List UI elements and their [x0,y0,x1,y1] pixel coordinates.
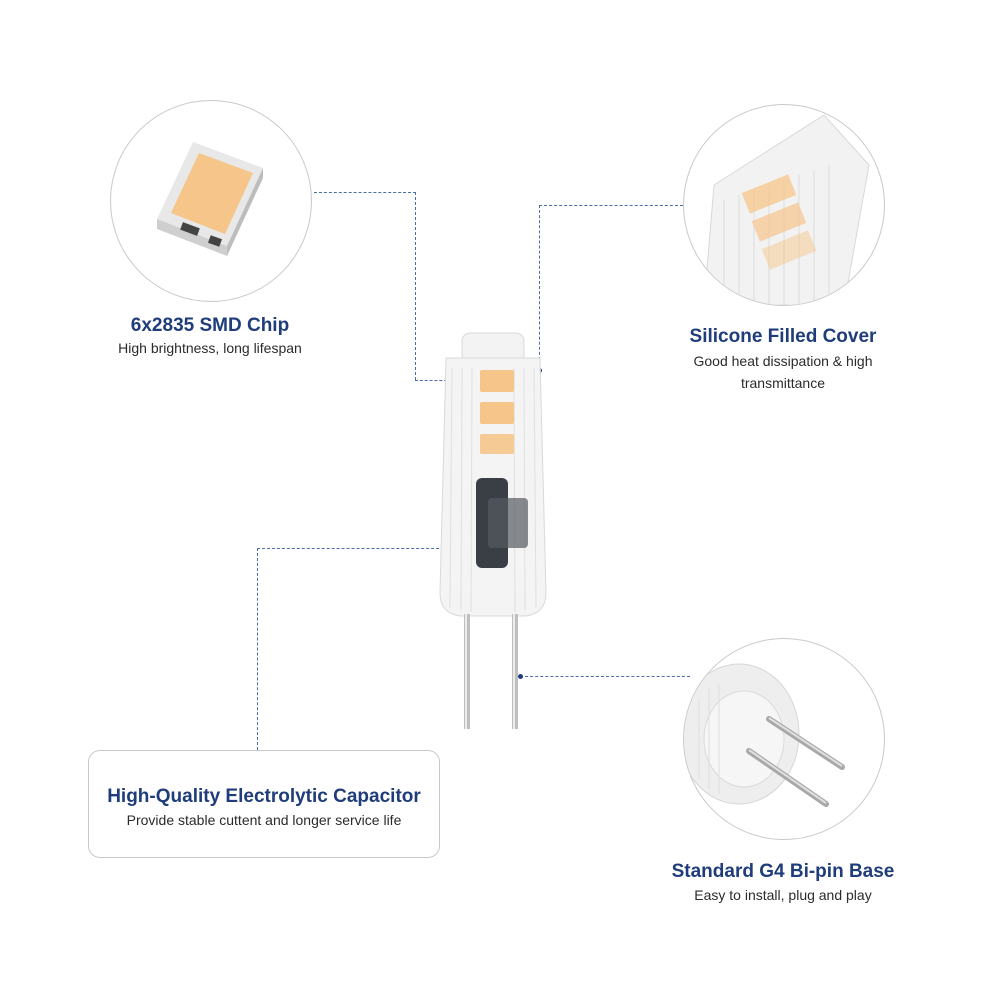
connector-base-dot [518,674,523,679]
capacitor-title: High-Quality Electrolytic Capacitor [107,786,421,807]
smd-chip-closeup [110,100,312,302]
connector-cover-h [539,205,683,206]
base-title: Standard G4 Bi-pin Base [671,861,895,882]
bi-pin-base-icon [684,663,845,807]
capacitor-feature-box [88,750,440,858]
silicone-cover-closeup [683,104,885,306]
connector-base-h [520,676,690,677]
connector-cover-v [539,205,540,370]
cover-subtitle-line1: Good heat dissipation & high [693,353,873,369]
connector-chip-v [415,192,416,380]
silicone-cover-icon [703,114,870,305]
connector-chip-h [314,192,416,193]
capacitor-subtitle: Provide stable cuttent and longer servic… [126,812,402,828]
g4-bulb-image [428,328,558,733]
connector-cap-h [257,548,459,549]
chip-title: 6x2835 SMD Chip [130,315,290,336]
smd-chip-icon [157,142,263,256]
cover-title: Silicone Filled Cover [689,326,877,347]
chip-subtitle: High brightness, long lifespan [118,340,302,356]
connector-cap-v [257,548,258,750]
base-subtitle: Easy to install, plug and play [694,887,872,903]
bi-pin-base-closeup [683,638,885,840]
g4-bulb-icon [439,332,547,729]
cover-subtitle-line2: transmittance [740,375,826,391]
